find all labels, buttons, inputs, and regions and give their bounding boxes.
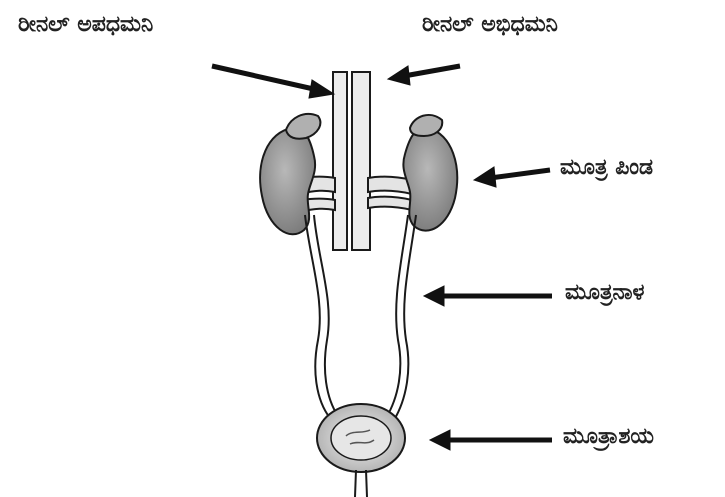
- label-renal-artery: ರೀನಲ್ ಅಭಿಧಮನಿ: [422, 12, 558, 37]
- arrow-renal-artery: [388, 66, 460, 85]
- bladder: [317, 404, 405, 497]
- right-kidney: [403, 115, 457, 231]
- left-kidney: [260, 114, 320, 234]
- label-bladder: ಮೂತ್ರಾಶಯ: [563, 424, 654, 449]
- arrow-kidney: [474, 167, 550, 187]
- arrow-ureter: [424, 286, 552, 306]
- arrow-renal-vein: [212, 66, 334, 98]
- label-kidney: ಮೂತ್ರ ಪಿಂಡ: [560, 155, 653, 180]
- label-renal-vein: ರೀನಲ್ ಅಪಧಮನಿ: [18, 12, 153, 37]
- great-vessels: [333, 72, 370, 250]
- arrow-bladder: [430, 430, 552, 450]
- label-ureter: ಮೂತ್ರನಾಳ: [565, 280, 645, 305]
- arrows: [212, 66, 552, 450]
